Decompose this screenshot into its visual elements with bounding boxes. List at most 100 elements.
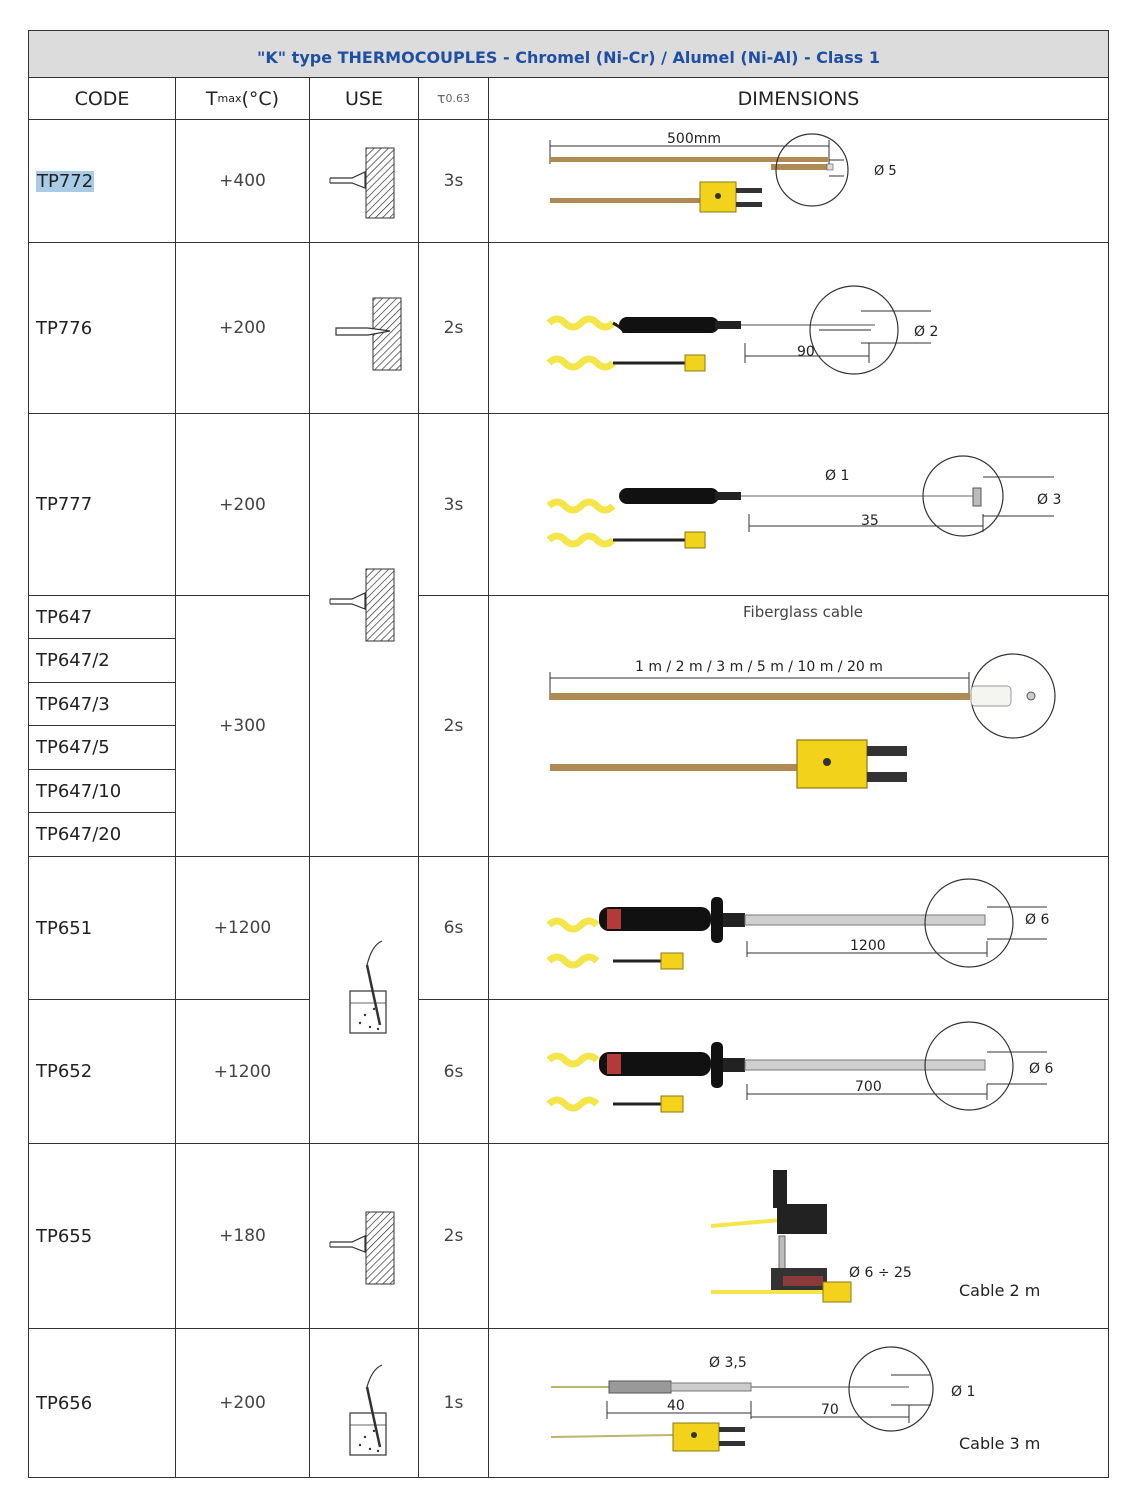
- row-tp655-dimensions: Ø 6 ÷ 25 Cable 2 m: [488, 1143, 1109, 1329]
- immersion-icon: [349, 1364, 387, 1456]
- row-tp647-3-code: TP647/3: [28, 682, 176, 726]
- row-tp776-tau: 2s: [418, 242, 489, 414]
- header-dimensions: DIMENSIONS: [488, 77, 1109, 120]
- tp656-cable-label: Cable 3 m: [959, 1434, 1040, 1453]
- tp777-tip-diameter-label: Ø 3: [1037, 492, 1061, 508]
- surface-contact-icon: [329, 147, 395, 219]
- row-tp647-dimensions: Fiberglass cable 1 m / 2 m / 3 m / 5 m /…: [488, 595, 1109, 857]
- tp651-probe-drawing: Ø 6 1200: [546, 878, 1049, 970]
- row-tp772-use: [309, 119, 419, 243]
- row-tp652-tau: 6s: [418, 999, 489, 1144]
- row-tp651-tau: 6s: [418, 856, 489, 1000]
- row-tp777-tp647-use: [309, 413, 419, 857]
- code-tp772: TP772: [36, 170, 95, 192]
- row-tp655-code: TP655: [28, 1143, 176, 1329]
- header-tmax-symbol: T: [205, 87, 218, 110]
- header-tau-sub: 0.63: [445, 92, 470, 105]
- row-tp647-5-code: TP647/5: [28, 725, 176, 770]
- tp647-probe-drawing: Fiberglass cable 1 m / 2 m / 3 m / 5 m /…: [549, 603, 1056, 789]
- tp655-cable-label: Cable 2 m: [959, 1281, 1040, 1300]
- row-tp776-dimensions: Ø 2 90: [488, 242, 1109, 414]
- row-tp655-use: [309, 1143, 419, 1329]
- row-tp647-tau: 2s: [418, 595, 489, 857]
- tp772-length-label: 500mm: [667, 131, 721, 147]
- header-use: USE: [309, 77, 419, 120]
- row-tp777-dimensions: Ø 1 Ø 3 35: [488, 413, 1109, 596]
- table-title: "K" type THERMOCOUPLES - Chromel (Ni-Cr)…: [257, 48, 880, 67]
- row-tp656-use: [309, 1328, 419, 1478]
- header-tmax-unit: (°C): [241, 87, 280, 110]
- tp656-sheath-length-label: 40: [667, 1398, 685, 1414]
- header-tau-symbol: τ: [437, 90, 446, 107]
- row-tp656-code: TP656: [28, 1328, 176, 1478]
- tp777-probe-drawing: Ø 1 Ø 3 35: [546, 455, 1061, 549]
- row-tp776-code: TP776: [28, 242, 176, 414]
- row-tp776-tmax: +200: [175, 242, 310, 414]
- tp777-stem-diameter-label: Ø 1: [825, 468, 849, 484]
- row-tp647-20-code: TP647/20: [28, 812, 176, 857]
- row-tp651-tmax: +1200: [175, 856, 310, 1000]
- code-tp647-5: TP647/5: [36, 737, 110, 758]
- row-tp651-tp652-use: [309, 856, 419, 1144]
- row-tp772-dimensions: 500mm Ø 5: [488, 119, 1109, 243]
- row-tp656-tau: 1s: [418, 1328, 489, 1478]
- code-tp776: TP776: [36, 317, 93, 339]
- row-tp656-dimensions: Ø 3,5 40 70 Ø 1 Cable 3 m: [488, 1328, 1109, 1478]
- tp652-probe-drawing: Ø 6 700: [546, 1021, 1053, 1113]
- tp656-diameter-label: Ø 1: [951, 1384, 975, 1400]
- table-title-row: "K" type THERMOCOUPLES - Chromel (Ni-Cr)…: [28, 30, 1109, 78]
- row-tp651-dimensions: Ø 6 1200: [488, 856, 1109, 1000]
- tp777-length-label: 35: [861, 513, 879, 529]
- tp776-probe-drawing: Ø 2 90: [546, 285, 938, 375]
- code-tp652: TP652: [36, 1061, 93, 1082]
- tp652-diameter-label: Ø 6: [1029, 1061, 1053, 1077]
- tp655-range-label: Ø 6 ÷ 25: [849, 1265, 912, 1281]
- row-tp777-code: TP777: [28, 413, 176, 596]
- header-code: CODE: [28, 77, 176, 120]
- row-tp772-tmax: +400: [175, 119, 310, 243]
- row-tp656-tmax: +200: [175, 1328, 310, 1478]
- row-tp647-tmax: +300: [175, 595, 310, 857]
- surface-contact-icon: [329, 1211, 395, 1285]
- tp656-length-label: 70: [821, 1402, 839, 1418]
- tp776-length-label: 90: [797, 344, 815, 360]
- row-tp651-code: TP651: [28, 856, 176, 1000]
- row-tp647-code: TP647: [28, 595, 176, 639]
- code-tp655: TP655: [36, 1225, 93, 1247]
- immersion-icon: [349, 940, 387, 1034]
- row-tp772-tau: 3s: [418, 119, 489, 243]
- tp656-probe-drawing: Ø 3,5 40 70 Ø 1 Cable 3 m: [550, 1346, 1040, 1453]
- tp772-diameter-label: Ø 5: [874, 164, 897, 179]
- code-tp647-2: TP647/2: [36, 650, 110, 671]
- surface-contact-icon: [329, 568, 395, 642]
- tp655-clamp-drawing: Ø 6 ÷ 25 Cable 2 m: [710, 1170, 1040, 1303]
- code-tp777: TP777: [36, 494, 93, 515]
- tp656-sheath-diameter-label: Ø 3,5: [709, 1355, 747, 1371]
- code-tp647-20: TP647/20: [36, 824, 122, 845]
- tp647-length-label: 1 m / 2 m / 3 m / 5 m / 10 m / 20 m: [635, 659, 883, 675]
- row-tp655-tau: 2s: [418, 1143, 489, 1329]
- row-tp652-tmax: +1200: [175, 999, 310, 1144]
- code-tp647: TP647: [36, 606, 93, 628]
- code-tp651: TP651: [36, 917, 93, 939]
- row-tp776-use: [309, 242, 419, 414]
- code-tp647-10: TP647/10: [36, 780, 122, 802]
- header-tmax-sub: max: [217, 92, 242, 105]
- row-tp652-code: TP652: [28, 999, 176, 1144]
- code-tp656: TP656: [36, 1392, 93, 1414]
- row-tp772-code: TP772: [28, 119, 176, 243]
- tp647-caption: Fiberglass cable: [743, 603, 863, 621]
- tp651-diameter-label: Ø 6: [1025, 912, 1049, 928]
- row-tp647-10-code: TP647/10: [28, 769, 176, 813]
- tp651-length-label: 1200: [850, 938, 886, 954]
- row-tp777-tmax: +200: [175, 413, 310, 596]
- code-tp647-3: TP647/3: [36, 693, 110, 715]
- tp776-diameter-label: Ø 2: [914, 324, 938, 340]
- tp652-length-label: 700: [855, 1079, 882, 1095]
- tp772-probe-drawing: 500mm Ø 5: [549, 131, 897, 213]
- row-tp777-tau: 3s: [418, 413, 489, 596]
- row-tp655-tmax: +180: [175, 1143, 310, 1329]
